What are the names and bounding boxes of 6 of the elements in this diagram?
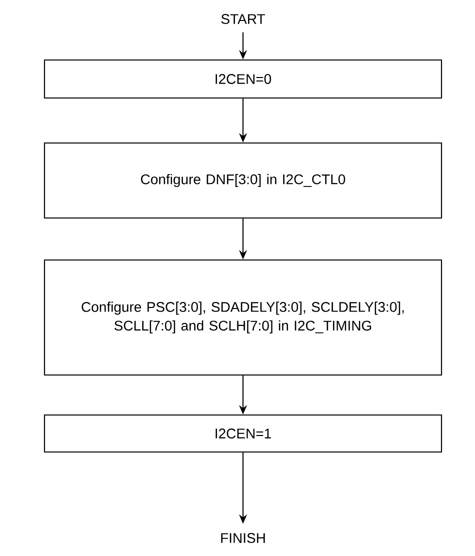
terminal-label: FINISH: [221, 533, 265, 543]
process-box: I2CEN=0: [44, 59, 442, 99]
process-box: Configure DNF[3:0] in I2C_CTL0: [44, 142, 442, 219]
terminal-label: START: [221, 14, 265, 24]
process-box: Configure PSC[3:0], SDADELY[3:0], SCLDELY[3:0], SCLL[7:0] and SCLH[7:0] in I2C_TIMING: [44, 259, 442, 376]
process-box: I2CEN=1: [44, 414, 442, 453]
